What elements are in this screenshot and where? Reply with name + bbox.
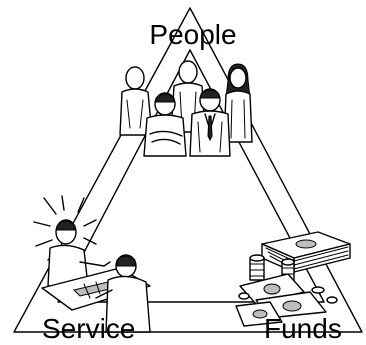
loose-banknotes <box>235 273 327 327</box>
loose-coins <box>238 286 338 304</box>
person-figure <box>119 66 153 136</box>
person-figure <box>95 254 151 333</box>
money-stack-illustration <box>235 231 351 327</box>
service-desk-illustration <box>33 195 151 333</box>
banknote-stack <box>261 231 351 273</box>
person-figure <box>189 88 231 157</box>
service-label: Service <box>42 313 135 344</box>
group-of-people-illustration <box>119 60 253 157</box>
person-figure <box>143 92 187 157</box>
funds-label: Funds <box>264 313 342 344</box>
person-figure <box>223 63 253 143</box>
coin-stack <box>249 254 265 281</box>
triangle-outline <box>13 7 363 333</box>
people-label: People <box>149 19 236 50</box>
